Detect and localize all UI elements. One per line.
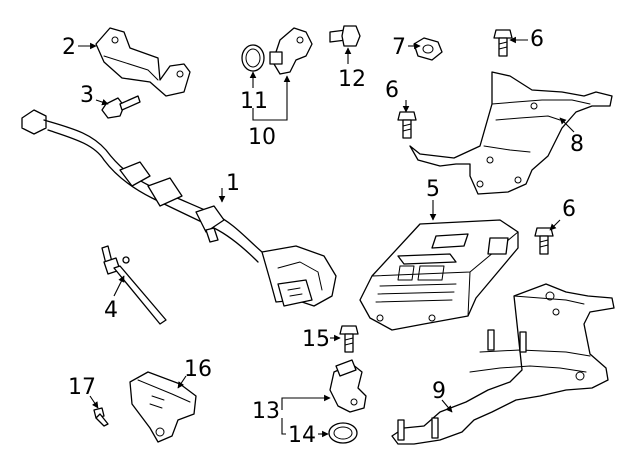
callout-5: 5: [426, 177, 440, 202]
part-8-mounting-bracket: [409, 71, 613, 195]
callout-10: 10: [248, 125, 276, 150]
part-7-nut: [413, 37, 443, 61]
callout-labels: 1 2 3 4 5 6 6 6 7 8 9 10 11 12 13 14 15 …: [62, 27, 584, 448]
callout-14: 14: [288, 423, 316, 448]
leader-10: [252, 75, 291, 121]
leader-8: [559, 117, 575, 133]
part-3-bolt: [101, 95, 141, 119]
callout-15: 15: [302, 327, 330, 352]
part-9-support-bracket: [391, 283, 615, 445]
callout-12: 12: [338, 67, 366, 92]
callout-6-mid: 6: [385, 78, 399, 103]
callout-7: 7: [392, 35, 406, 60]
callout-1: 1: [226, 171, 240, 196]
leader-13: [281, 394, 331, 410]
part-6-bolt-mid: [397, 111, 417, 139]
part-12-bolt: [329, 25, 361, 47]
callout-2: 2: [62, 35, 76, 60]
part-11-seal-ring: [241, 44, 265, 72]
leader-6c: [549, 219, 561, 231]
part-14-o-ring: [328, 422, 358, 444]
leader-9: [441, 399, 453, 413]
callout-11: 11: [240, 89, 268, 114]
callout-6-top: 6: [530, 27, 544, 52]
part-5-control-module: [359, 219, 519, 331]
part-13-sensor: [329, 359, 367, 413]
callout-13: 13: [252, 399, 280, 424]
callout-8: 8: [570, 132, 584, 157]
part-2-bracket: [95, 27, 191, 97]
leader-17: [89, 395, 99, 409]
leader-16: [177, 375, 187, 389]
leader-4: [113, 275, 125, 297]
callout-4: 4: [104, 298, 118, 323]
part-4-sensor-probe: [101, 245, 167, 325]
callout-9: 9: [432, 379, 446, 404]
part-10-sensor: [269, 27, 313, 75]
leader-lines: [78, 36, 575, 438]
leader-13b: [281, 418, 286, 435]
callout-3: 3: [80, 83, 94, 108]
callout-6-right: 6: [562, 197, 576, 222]
part-6-bolt-right: [534, 227, 554, 255]
part-1-wiring-harness: [21, 109, 337, 307]
part-6-bolt-top: [493, 29, 513, 57]
callout-16: 16: [184, 357, 212, 382]
leader-3: [95, 98, 109, 106]
part-15-bolt: [339, 325, 359, 353]
part-16-sensor-module: [129, 371, 197, 443]
callout-17: 17: [68, 375, 96, 400]
part-17-screw: [93, 407, 109, 427]
